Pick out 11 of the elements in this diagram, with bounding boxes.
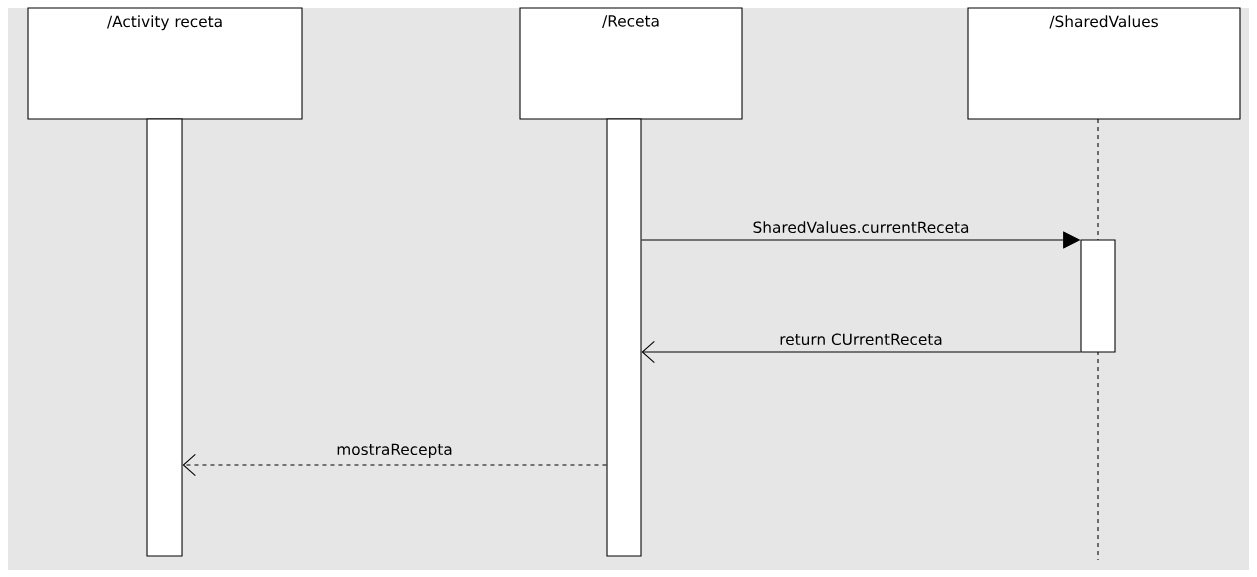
lifeline-header-box: /SharedValues — [967, 7, 1241, 120]
message-arrow — [182, 453, 607, 477]
activation-bar — [1080, 239, 1116, 353]
message-arrow — [641, 340, 1081, 364]
activation-bar — [606, 118, 642, 557]
message-label: mostraRecepta — [337, 443, 452, 459]
message-label: SharedValues.currentReceta — [753, 221, 969, 234]
activation-bar — [146, 118, 183, 557]
message-label: return CUrrentReceta — [780, 333, 942, 346]
lifeline-header-box: /Activity receta — [27, 7, 303, 120]
lifeline-header-box: /Receta — [519, 7, 743, 120]
